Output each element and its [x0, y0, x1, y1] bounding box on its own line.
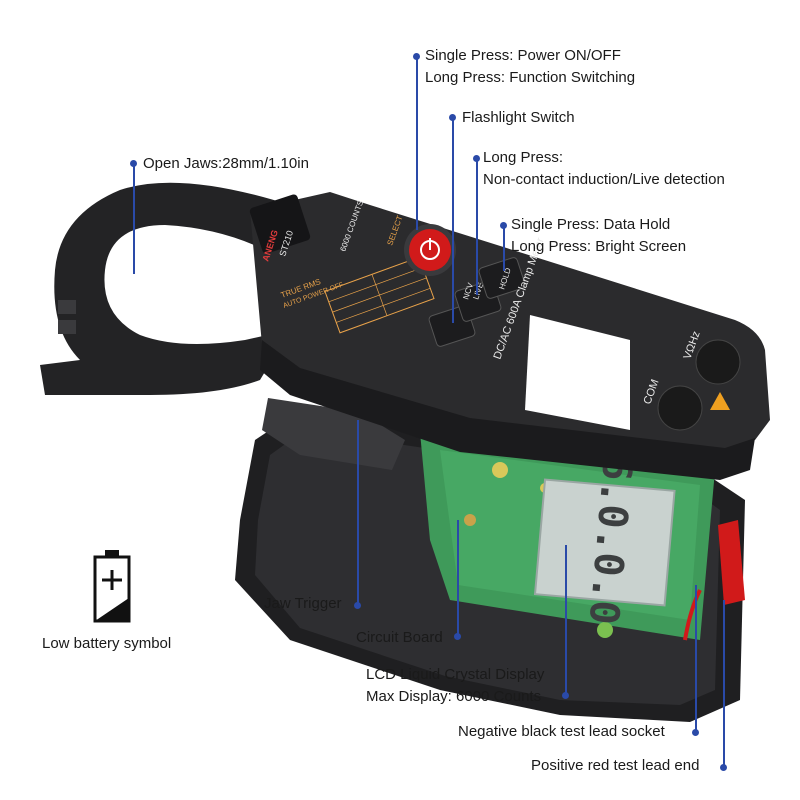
ncv-callout-line — [476, 160, 478, 295]
vohm-socket — [695, 339, 741, 385]
positive-callout-line — [723, 600, 725, 768]
hold-button[interactable] — [478, 257, 526, 300]
flashlight-callout: Flashlight Switch — [462, 109, 575, 126]
power-callout-line — [416, 58, 418, 230]
ncv-callout: Long Press:Non-contact induction/Live de… — [483, 149, 725, 188]
clamp-jaws — [40, 182, 290, 395]
lcd-callout-dot — [562, 692, 569, 699]
positive-callout-dot — [720, 764, 727, 771]
negative-callout: Negative black test lead socket — [458, 723, 665, 740]
lcd-module — [533, 478, 676, 607]
circuit-callout: Circuit Board — [356, 629, 443, 646]
jaws-callout: Open Jaws:28mm/1.10in — [143, 155, 309, 172]
battery-callout: Low battery symbol — [42, 635, 172, 652]
jaws-callout-line — [133, 164, 135, 274]
jaw-trigger — [262, 398, 405, 470]
negative-callout-dot — [692, 729, 699, 736]
hold-callout-line — [503, 226, 505, 271]
display-window — [525, 315, 630, 430]
battery-icon — [93, 550, 131, 623]
jaw-trigger-callout: Jaw Trigger — [264, 595, 342, 612]
trigger-callout-dot — [354, 602, 361, 609]
positive-callout: Positive red test lead end — [531, 757, 700, 774]
flashlight-callout-dot — [449, 114, 456, 121]
ncv-callout-dot — [473, 155, 480, 162]
jaws-callout-dot — [130, 160, 137, 167]
circuit-callout-line — [457, 520, 459, 637]
spec-table — [324, 256, 435, 334]
com-socket — [657, 385, 703, 431]
negative-callout-line — [695, 585, 697, 733]
flashlight-callout-line — [452, 118, 454, 323]
circuit-callout-dot — [454, 633, 461, 640]
positive-red-lead — [718, 520, 745, 605]
power-callout-dot — [413, 53, 420, 60]
trigger-callout-line — [357, 420, 359, 608]
meter-body — [250, 192, 770, 450]
brand-badge — [249, 194, 311, 254]
lcd-callout-line — [565, 545, 567, 695]
hold-callout-dot — [500, 222, 507, 229]
